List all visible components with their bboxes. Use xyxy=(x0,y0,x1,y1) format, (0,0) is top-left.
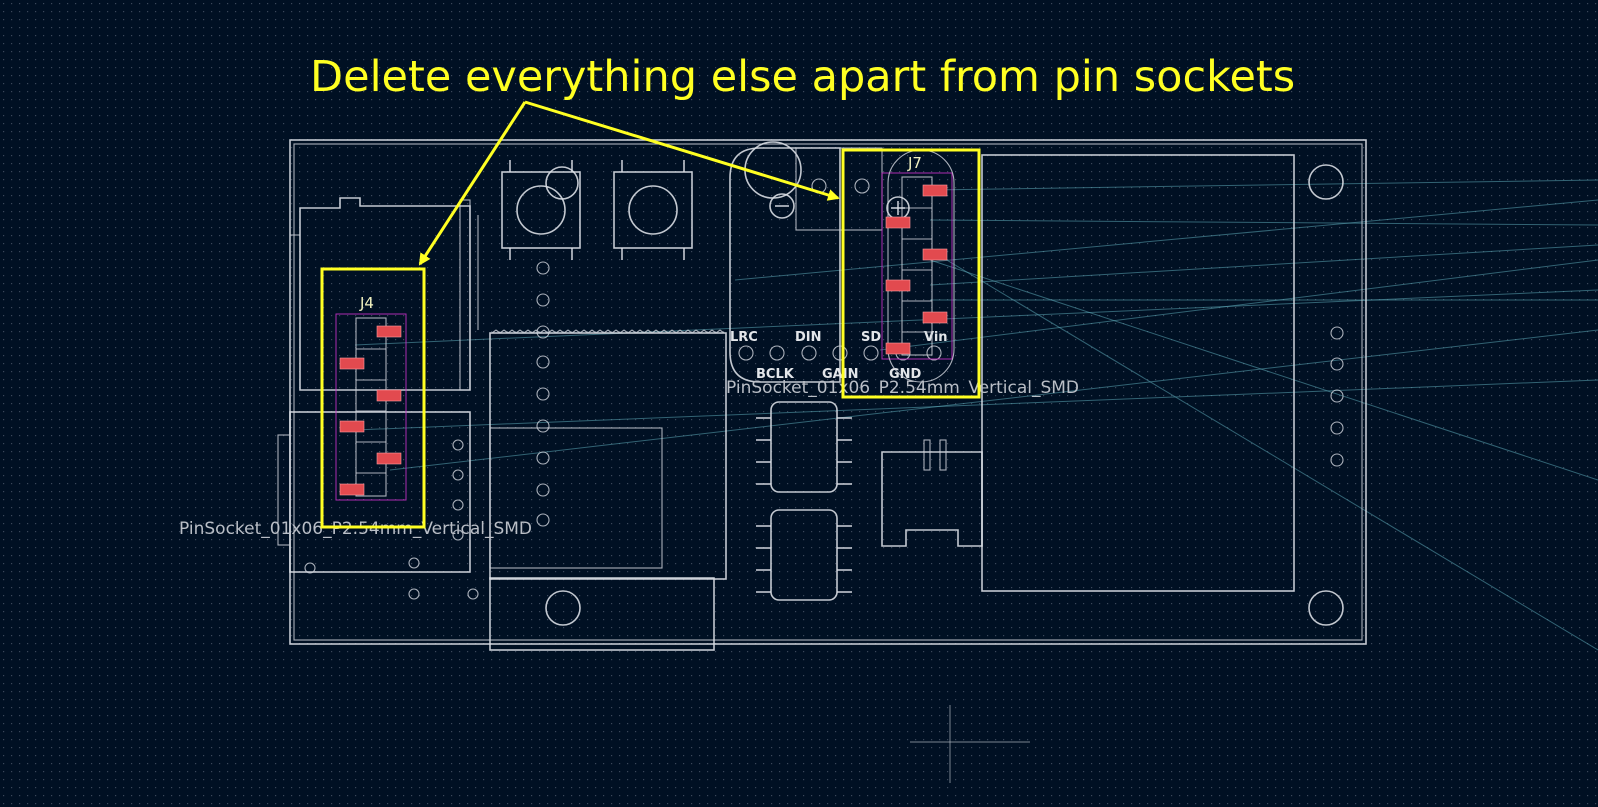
i2s-amplifier-module-footprint[interactable]: LRC DIN SD Vin BCLK GAIN GND xyxy=(729,141,948,383)
j7-highlight-box xyxy=(841,148,981,399)
j4-reference-label: J4 xyxy=(359,294,374,312)
pin-label-sd: SD xyxy=(861,330,881,345)
j7-value-label: PinSocket_01x06_P2.54mm_Vertical_SMD xyxy=(726,378,1079,398)
pin-label-vin: Vin xyxy=(924,330,948,345)
push-button-2[interactable] xyxy=(613,160,693,260)
cursor-crosshair xyxy=(910,705,1030,783)
ic-package-2[interactable] xyxy=(756,509,852,601)
annotation-arrow-to-j7 xyxy=(524,100,840,201)
pin-label-lrc: LRC xyxy=(730,330,758,345)
microcontroller-module-footprint[interactable] xyxy=(489,329,727,651)
ratsnest-lines xyxy=(354,179,1598,651)
annotation-text: Delete everything else apart from pin so… xyxy=(310,52,1295,102)
display-module-footprint[interactable] xyxy=(981,154,1344,626)
usb-connector-footprint[interactable] xyxy=(277,411,479,600)
annotation-arrow-to-j4 xyxy=(418,101,527,266)
board-outline[interactable] xyxy=(289,139,1367,645)
j4-value-label: PinSocket_01x06_P2.54mm_Vertical_SMD xyxy=(179,519,532,539)
j4-highlight-box xyxy=(320,267,426,529)
push-button-1[interactable] xyxy=(501,160,581,260)
ic-package-1[interactable] xyxy=(756,401,852,493)
pin-label-gain: GAIN xyxy=(822,367,858,382)
pin-label-bclk: BCLK xyxy=(756,367,795,382)
pin-label-din: DIN xyxy=(795,330,822,345)
pin-socket-j4[interactable]: J4 xyxy=(335,294,407,501)
pin-socket-j7[interactable]: J7 xyxy=(881,149,955,383)
sd-card-footprint[interactable] xyxy=(290,197,479,391)
pin-label-gnd: GND xyxy=(889,367,922,382)
j7-reference-label: J7 xyxy=(907,154,922,172)
